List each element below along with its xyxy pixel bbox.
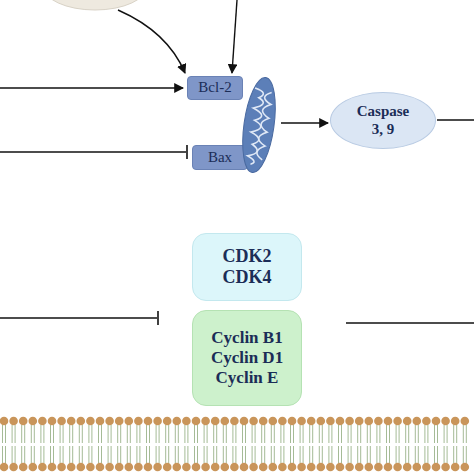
node-label: CDK2 CDK4 <box>212 246 282 288</box>
inhibition-bar <box>186 145 188 159</box>
process-box: Bcl-2 <box>187 76 243 100</box>
activation-arrow <box>437 119 474 120</box>
inhibition-line <box>0 317 157 318</box>
lipid-bilayer <box>0 417 469 472</box>
signal-line <box>346 322 474 323</box>
inhibition-line <box>0 151 186 152</box>
mitochondrion <box>237 75 280 174</box>
upstream-cell <box>43 0 147 10</box>
process-ellipse: Caspase 3, 9 <box>330 92 436 149</box>
node-label: Bax <box>208 149 232 167</box>
inhibition-bar <box>157 311 159 325</box>
activation-arrow <box>0 87 183 88</box>
node-label: Cyclin B1 Cyclin D1 Cyclin E <box>202 328 292 388</box>
process-box: CDK2 CDK4 <box>192 233 302 301</box>
activation-arrow <box>232 0 237 73</box>
node-label: Bcl-2 <box>198 79 231 97</box>
activation-arrow <box>281 122 328 123</box>
node-label: Caspase 3, 9 <box>353 103 413 138</box>
activation-arrow <box>118 10 185 73</box>
process-box: Bax <box>192 145 248 170</box>
process-box: Cyclin B1 Cyclin D1 Cyclin E <box>192 310 302 406</box>
